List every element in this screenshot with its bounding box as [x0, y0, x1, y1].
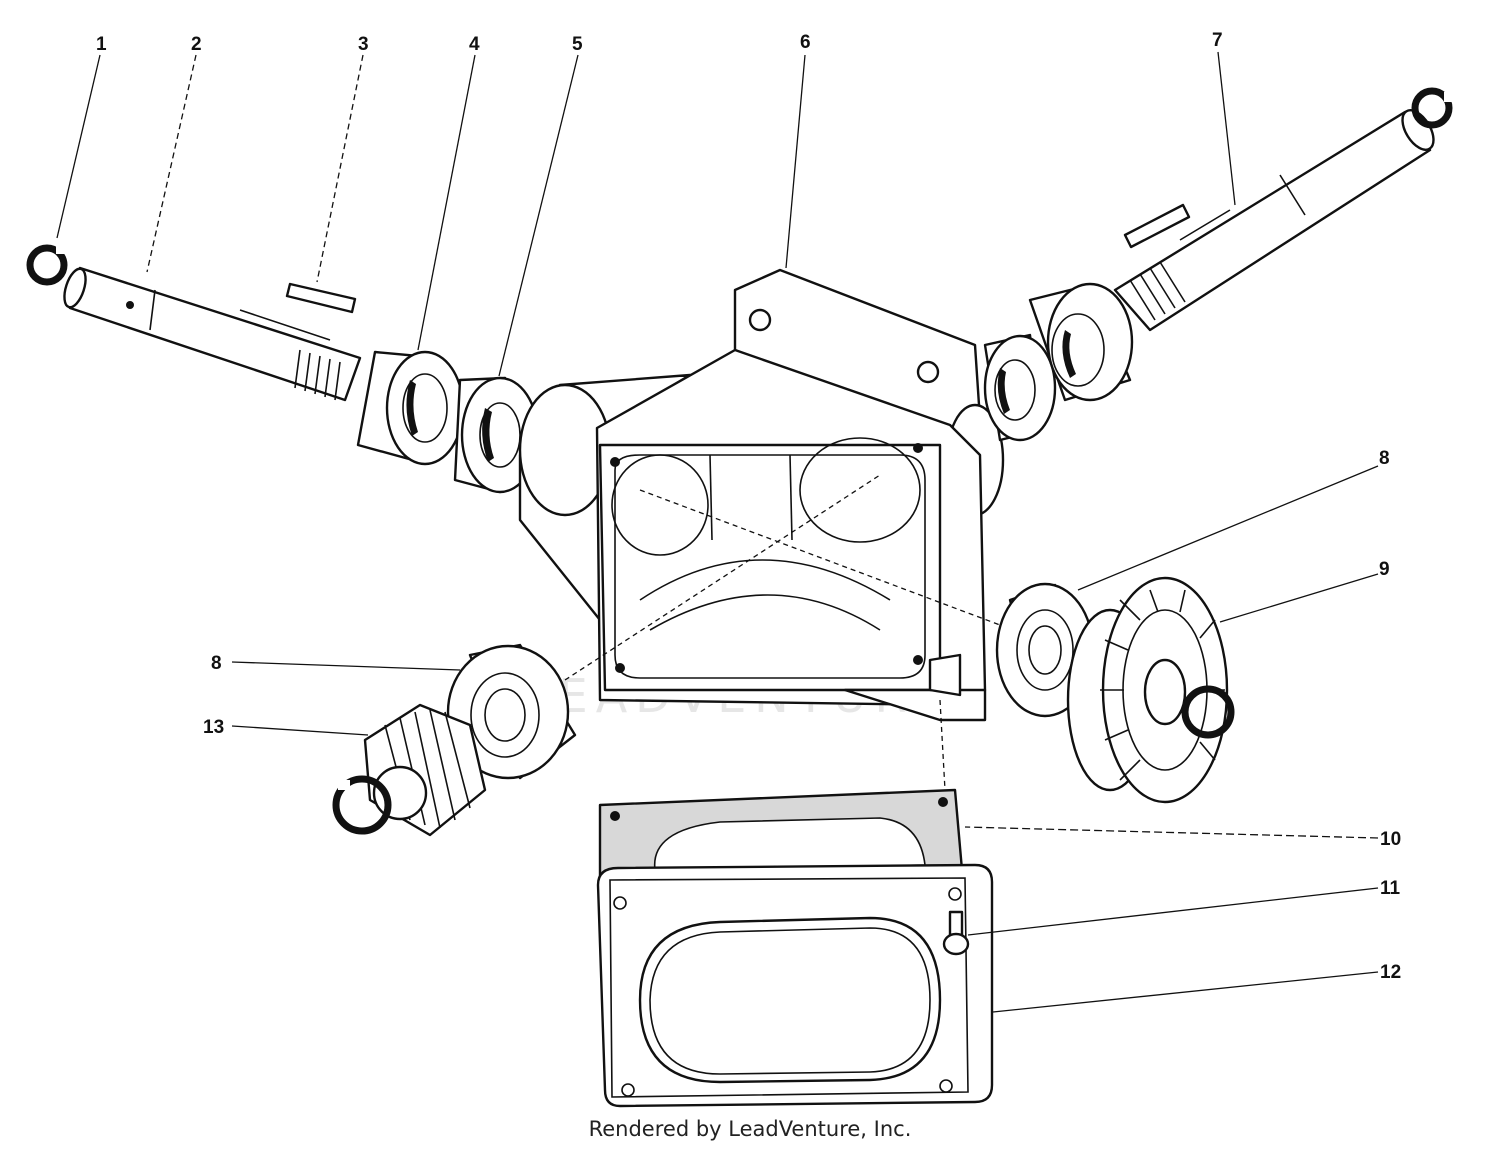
callout-12: 12 [1380, 962, 1401, 983]
snap-ring-right [1411, 87, 1456, 129]
input-shaft-left [63, 266, 362, 402]
cover-screw [942, 910, 970, 956]
callout-9: 9 [1379, 559, 1390, 580]
gearbox-housing [518, 268, 1005, 722]
callout-5: 5 [572, 34, 583, 55]
shaft-key-right [1123, 203, 1191, 249]
callout-13: 13 [203, 717, 224, 738]
leader-lines [56, 51, 1379, 1013]
assembly-center-lines [564, 474, 1001, 791]
callout-3: 3 [358, 34, 369, 55]
callout-6: 6 [800, 32, 811, 53]
snap-ring-left [26, 244, 68, 286]
render-credit: Rendered by LeadVenture, Inc. [588, 1117, 912, 1141]
shaft-key-left [285, 282, 357, 314]
bearing-left-outer [356, 350, 465, 466]
callout-4: 4 [469, 34, 480, 55]
callout-numbers: 1 2 3 4 5 6 7 8 9 8 13 10 11 12 [96, 30, 1401, 983]
ring-gear [1066, 576, 1235, 804]
callout-8-left: 8 [211, 653, 222, 674]
callout-2: 2 [191, 34, 202, 55]
cover-plate [596, 863, 994, 1108]
oil-seal-right [983, 333, 1057, 442]
callout-1: 1 [96, 34, 107, 55]
callout-11: 11 [1380, 878, 1401, 899]
bearing-lower-left [446, 643, 577, 780]
pinion-gear [332, 703, 487, 837]
callout-10: 10 [1380, 829, 1401, 850]
gasket [598, 788, 964, 882]
callout-8-right: 8 [1379, 448, 1390, 469]
bearing-right-outer [1028, 282, 1134, 402]
callout-7: 7 [1212, 30, 1223, 51]
